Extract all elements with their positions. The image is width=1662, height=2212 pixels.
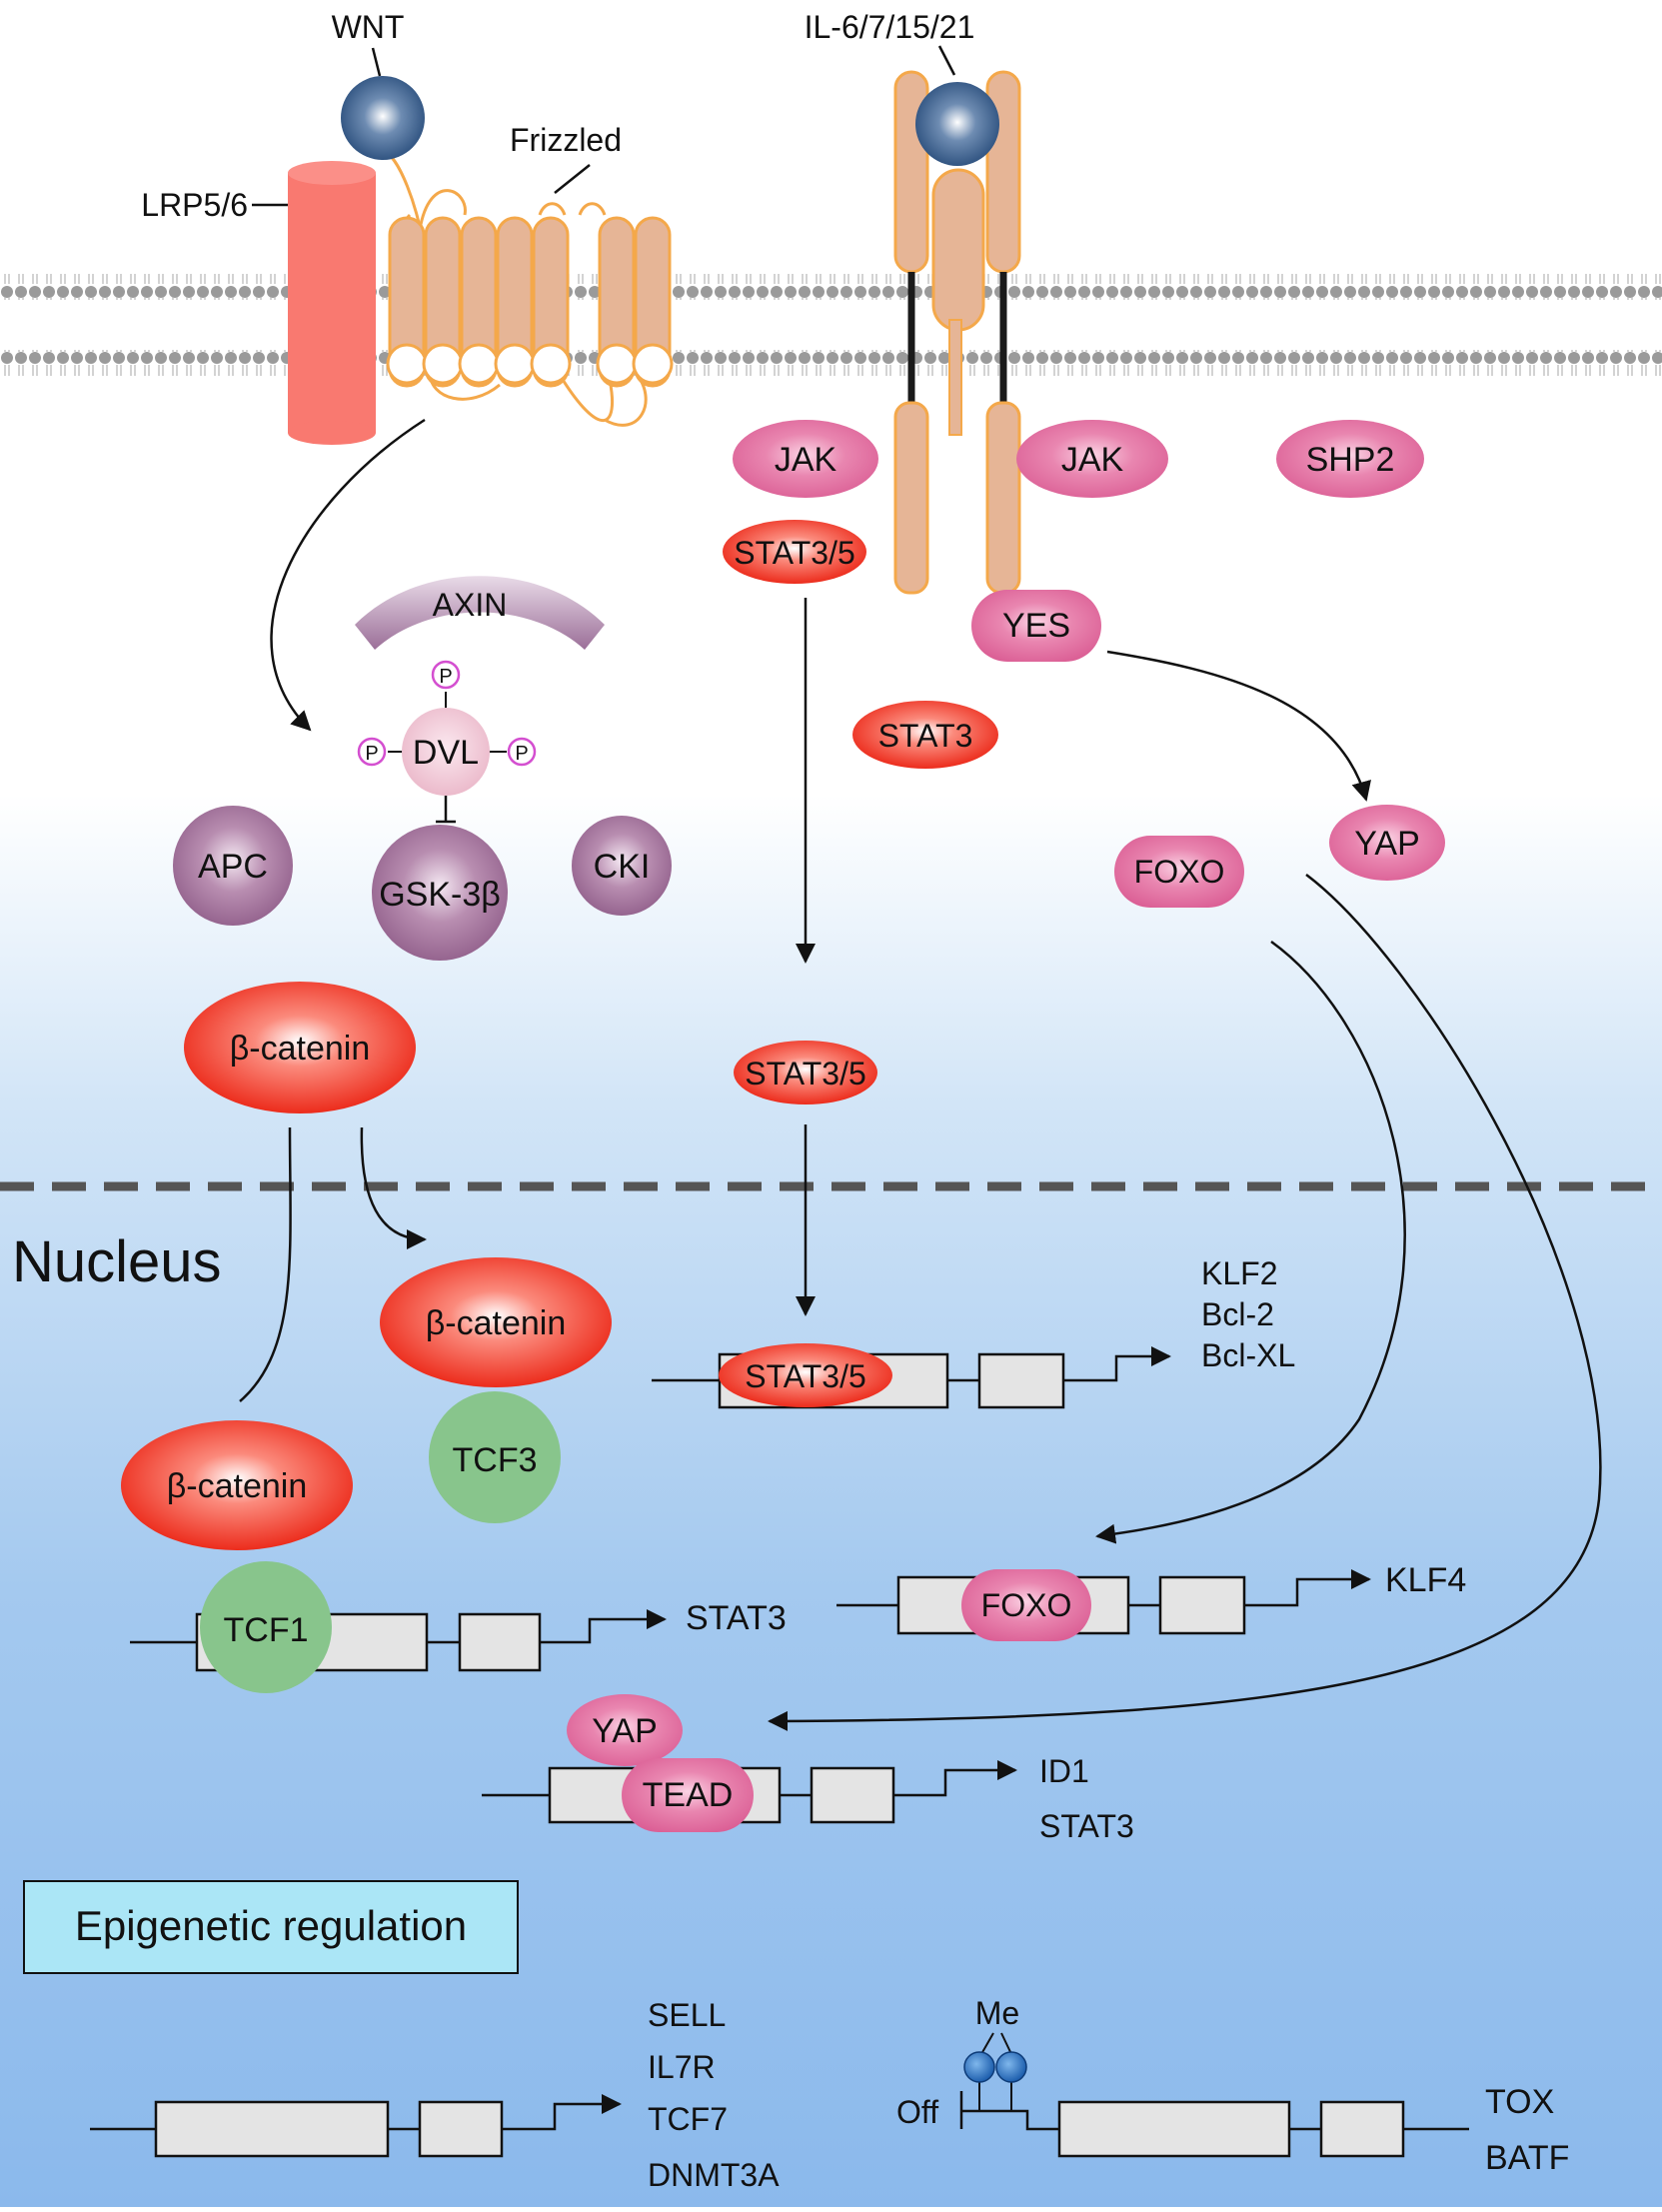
on-target-il7r: IL7R	[648, 2049, 716, 2085]
on-target-sell: SELL	[648, 1997, 726, 2033]
il-label: IL-6/7/15/21	[805, 9, 975, 45]
tead-target-id1: ID1	[1039, 1753, 1089, 1789]
bcatenin-tcf3-label: β-catenin	[426, 1304, 567, 1342]
foxo-target-klf4: KLF4	[1385, 1561, 1466, 1599]
yes-to-yap-arrow	[1106, 650, 1371, 802]
tcf1-node	[200, 1561, 332, 1693]
methyl-label: Me	[975, 1995, 1019, 2031]
stat-target-bclxl: Bcl-XL	[1201, 1337, 1295, 1373]
apc-label: APC	[198, 848, 268, 886]
dvl-node	[402, 708, 490, 796]
phosphate-group: P P P	[357, 660, 537, 767]
jak-left-label: JAK	[775, 441, 837, 479]
cki-node	[572, 816, 672, 916]
stat35-cytoplasm	[734, 1041, 877, 1105]
stat-target-klf2: KLF2	[1201, 1255, 1277, 1291]
stat3-cytoplasm	[852, 701, 998, 769]
active-gene	[90, 2094, 622, 2158]
wnt-to-dvl-arrow	[270, 418, 426, 732]
on-target-tcf7: TCF7	[648, 2101, 728, 2137]
axin-label: AXIN	[433, 587, 508, 623]
jak-right-label: JAK	[1061, 441, 1124, 479]
stat3-cyto-label: STAT3	[878, 718, 973, 754]
cki-label: CKI	[594, 848, 651, 886]
dvl-label: DVL	[413, 734, 479, 772]
off-label: Off	[896, 2094, 938, 2130]
lrp56-label: LRP5/6	[141, 187, 248, 223]
yap-cyto-label: YAP	[1354, 825, 1420, 863]
bcatenin-cyto-label: β-catenin	[230, 1030, 371, 1068]
gsk3b-label: GSK-3β	[379, 876, 501, 914]
svg-text:P: P	[365, 743, 378, 765]
silenced-gene	[959, 2032, 1469, 2158]
bcatenin-tcf1-label: β-catenin	[167, 1467, 308, 1505]
lrp56-receptor	[288, 161, 376, 445]
wnt-ligand	[341, 76, 425, 160]
stat35-cyto-label: STAT3/5	[745, 1056, 866, 1092]
foxo-cytoplasm	[1114, 836, 1244, 908]
shp2-label: SHP2	[1306, 441, 1395, 479]
bcatenin-tcf1	[121, 1420, 353, 1550]
jak-right	[1016, 420, 1168, 498]
epigenetic-box	[23, 1880, 519, 1974]
bcatenin-to-tcf1-line	[239, 1126, 292, 1402]
tead-target-stat3: STAT3	[1039, 1808, 1134, 1844]
bcatenin-tcf3	[380, 1257, 612, 1387]
stat35-membrane-label: STAT3/5	[734, 535, 855, 571]
stat-target-bcl2: Bcl-2	[1201, 1296, 1274, 1332]
off-target-tox: TOX	[1485, 2083, 1554, 2121]
svg-text:P: P	[439, 666, 452, 688]
yap-nucleus-label: YAP	[592, 1712, 658, 1750]
shp2-node	[1276, 420, 1424, 498]
tcf1-target-stat3: STAT3	[686, 1599, 787, 1637]
yap-cytoplasm	[1329, 805, 1445, 881]
on-target-dnmt3a: DNMT3A	[648, 2157, 780, 2193]
axin-shape	[355, 576, 605, 650]
yap-to-nucleus-arrow	[768, 874, 1602, 1731]
yes-node	[971, 590, 1101, 662]
off-target-batf: BATF	[1485, 2139, 1569, 2177]
foxo-to-nucleus-arrow	[1095, 940, 1406, 1544]
tead-label: TEAD	[643, 1776, 734, 1814]
frizzled-label: Frizzled	[510, 122, 622, 158]
foxo-nucleus	[961, 1569, 1091, 1641]
frizzled-receptor	[386, 216, 674, 388]
foxo-cyto-label: FOXO	[1134, 854, 1225, 890]
methyl-group	[963, 2051, 995, 2083]
methyl-group	[995, 2051, 1027, 2083]
stat35-membrane	[723, 520, 866, 584]
jak-left	[733, 420, 878, 498]
stat35-nucleus-label: STAT3/5	[745, 1358, 866, 1394]
foxo-nucleus-label: FOXO	[981, 1587, 1072, 1623]
cell-membrane	[0, 274, 1662, 376]
yes-label: YES	[1002, 607, 1070, 645]
il-ligand	[915, 82, 999, 166]
yap-nucleus	[567, 1694, 683, 1766]
epigenetic-title: Epigenetic regulation	[75, 1902, 467, 1949]
tcf3-node	[429, 1391, 561, 1523]
apc-node	[173, 806, 293, 926]
svg-text:P: P	[515, 743, 528, 765]
bcatenin-to-tcf3-arrow	[360, 1126, 427, 1249]
tcf3-label: TCF3	[453, 1441, 538, 1479]
bcatenin-cytoplasm	[184, 982, 416, 1113]
tcf1-label: TCF1	[224, 1611, 309, 1649]
gsk3b-node	[372, 825, 508, 961]
nucleus-label: Nucleus	[12, 1229, 222, 1294]
wnt-label: WNT	[332, 9, 405, 45]
tead-node	[622, 1758, 754, 1832]
stat35-nucleus	[719, 1343, 892, 1407]
